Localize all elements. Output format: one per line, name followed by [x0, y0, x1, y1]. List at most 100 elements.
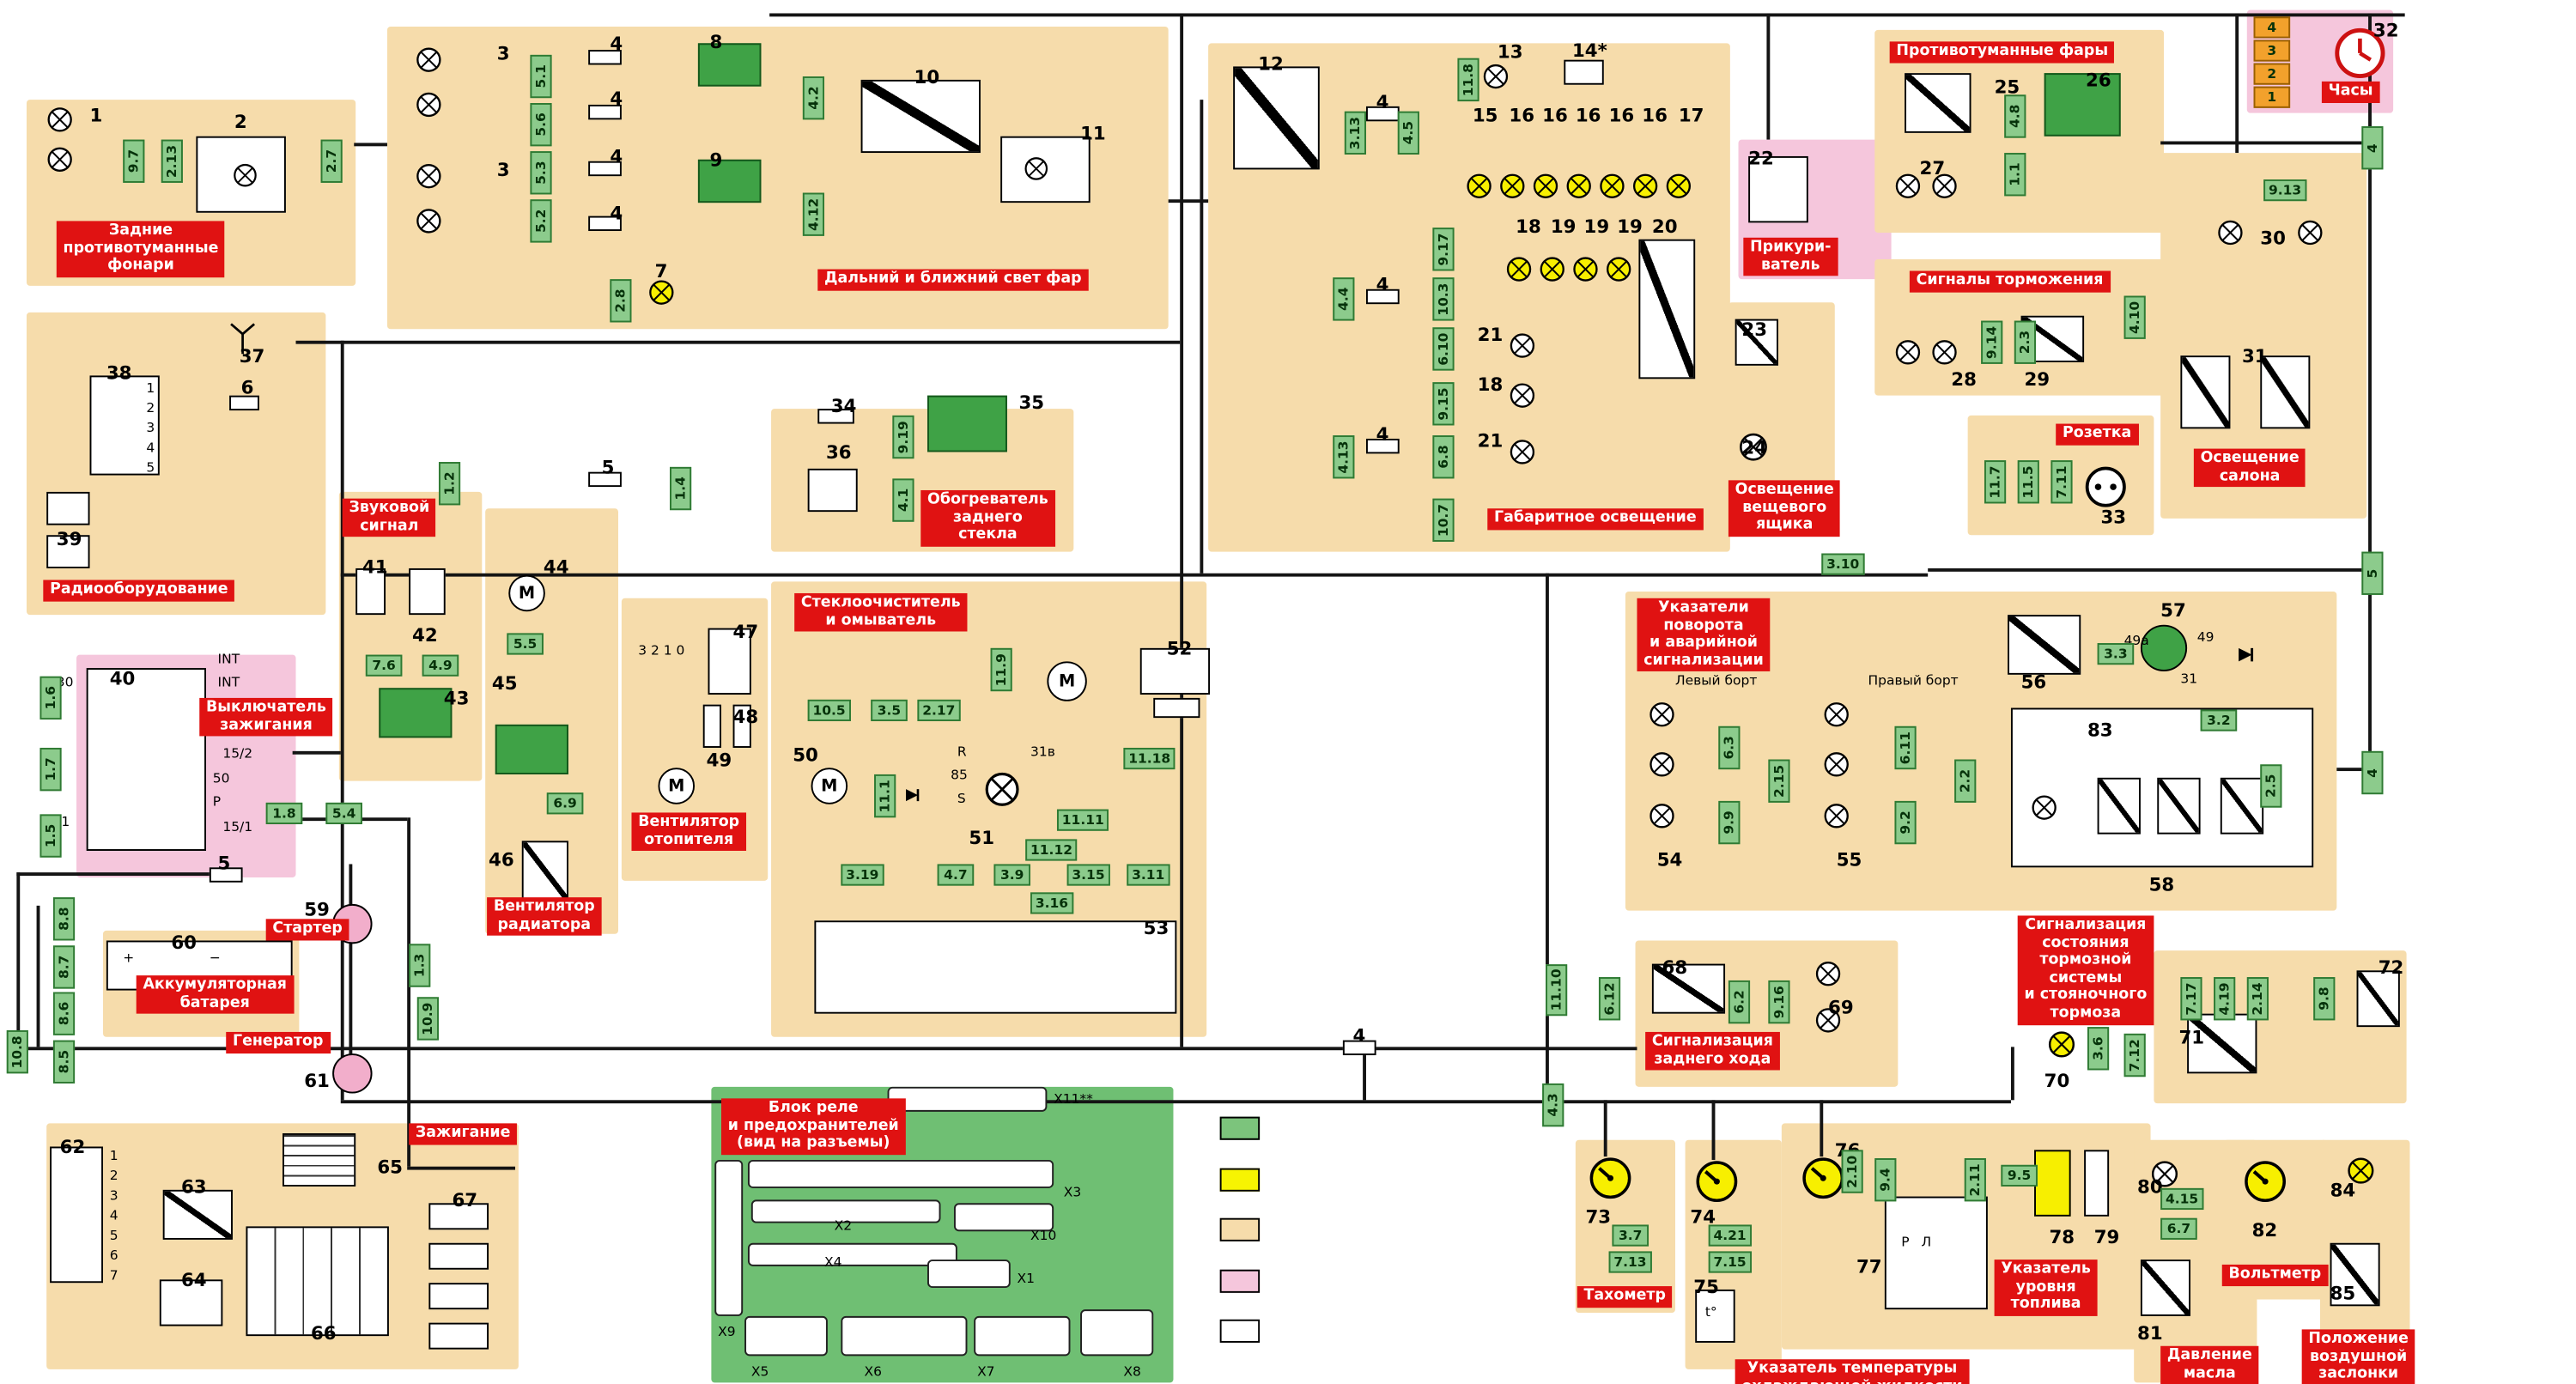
part-number-31: 31: [2241, 345, 2268, 367]
wire-segment: [1546, 573, 1549, 1101]
terminal-label: X5: [750, 1364, 769, 1380]
part-number-27: 27: [1919, 157, 1946, 180]
terminal-label: 50: [212, 771, 230, 786]
part-number-4: 4: [610, 33, 623, 55]
part-number-15: 15: [1472, 104, 1498, 127]
lamp-icon: [1649, 803, 1675, 829]
part-number-4: 4: [1376, 91, 1389, 113]
wire-code-tag: 9.5: [2001, 1164, 2038, 1187]
wire-segment: [1180, 13, 1183, 1047]
section-label: Вольтметр: [2221, 1264, 2329, 1286]
part-number-18: 18: [1477, 373, 1504, 396]
lamp-icon: [1823, 803, 1850, 829]
section-label: Указатели поворота и аварийной сигнализа…: [1637, 598, 1771, 672]
box-icon: [46, 535, 90, 568]
section-label: Указатель уровня топлива: [1994, 1260, 2098, 1316]
wire-code-tag: 8.6: [52, 992, 76, 1035]
wire-segment: [1546, 1100, 2011, 1103]
wire-segment: [769, 13, 2405, 16]
wire-code-tag: 1.1: [2004, 153, 2026, 197]
part-number-72: 72: [2378, 956, 2404, 980]
wire-code-tag: 4: [2253, 16, 2291, 39]
box-icon: [702, 704, 722, 748]
wire-segment: [1766, 13, 1770, 140]
box-icon: [708, 628, 751, 695]
wire-code-tag: 5.5: [507, 633, 544, 655]
socket-icon: [2084, 465, 2127, 508]
part-number-9: 9: [709, 149, 723, 172]
relay-icon: [697, 159, 762, 203]
section-label: Блок реле и предохранителей (вид на разъ…: [721, 1098, 906, 1155]
lamp-icon: [2031, 794, 2057, 821]
section-label: Тахометр: [1577, 1286, 1673, 1308]
wire-code-tag: 5.2: [530, 199, 552, 243]
wire-code-tag: 9.7: [123, 139, 145, 183]
lamp-icon: [416, 163, 442, 190]
terminal-label: X2: [834, 1217, 853, 1234]
wire-code-tag: 9.9: [1718, 800, 1741, 845]
wire-code-tag: 2.7: [320, 139, 343, 183]
fuse-icon: [817, 409, 854, 424]
wire-code-tag: 7.6: [365, 654, 403, 677]
wire-code-tag: 9.14: [1981, 320, 2003, 364]
sw-icon: [521, 841, 568, 901]
terminal-label: X1: [1017, 1271, 1035, 1287]
part-number-75: 75: [1693, 1276, 1719, 1298]
box-icon: [1564, 59, 1604, 85]
lamp-icon: [1931, 339, 1958, 366]
part-number-30: 30: [2260, 228, 2286, 250]
wire-code-tag: 11.8: [1457, 58, 1479, 102]
terminal-label: 15/2: [222, 746, 253, 762]
part-number-6: 6: [240, 377, 254, 399]
wire-code-tag: 9.15: [1432, 382, 1455, 426]
conn-icon: [974, 1315, 1071, 1357]
section-label: Вентилятор отопителя: [631, 812, 746, 852]
part-number-19: 19: [1583, 215, 1610, 238]
part-number-16: 16: [1608, 104, 1635, 127]
part-number-5: 5: [601, 457, 615, 479]
wire-segment: [2160, 141, 2369, 144]
gauge-icon: [2244, 1160, 2287, 1203]
wire-code-tag: 3.13: [1344, 111, 1366, 155]
wire-code-tag: 5.4: [325, 802, 362, 825]
wire-code-tag: 3.19: [841, 864, 884, 886]
wire-code-tag: 8.7: [52, 945, 76, 989]
part-number-84: 84: [2330, 1180, 2356, 1202]
part-number-24: 24: [1741, 437, 1768, 459]
wire-code-tag: 4.12: [802, 192, 825, 236]
section-label: Сигналы торможения: [1909, 270, 2111, 292]
box-icon: [814, 920, 1177, 1014]
legend-swatch: [1219, 1320, 1261, 1344]
conn-icon: [747, 1242, 957, 1266]
lamp-icon: [1739, 432, 1769, 462]
wire-code-tag: 6.8: [1432, 435, 1455, 479]
wire-code-tag: 4.8: [2004, 94, 2026, 138]
part-number-16: 16: [1542, 104, 1568, 127]
part-number-40: 40: [109, 668, 136, 690]
wire-code-tag: 6.2: [1728, 980, 1751, 1024]
wire-segment: [1363, 1047, 1366, 1101]
sw-icon: [2097, 777, 2141, 835]
part-number-11: 11: [1080, 123, 1106, 145]
wire-code-tag: 4.2: [802, 76, 825, 120]
terminal-label: X3: [1063, 1185, 1082, 1200]
ylamp-icon: [1606, 256, 1632, 282]
terminal-label: P: [212, 794, 222, 810]
terminal-label: 15/1: [222, 819, 253, 835]
wire-code-tag: 7.15: [1708, 1251, 1752, 1273]
section-label: Радиооборудование: [43, 580, 235, 601]
conn-icon: [841, 1315, 968, 1357]
part-number-83: 83: [2087, 719, 2113, 742]
wire-code-tag: 4.13: [1333, 435, 1355, 479]
lamp-icon: [1815, 961, 1842, 987]
part-number-46: 46: [489, 849, 514, 871]
part-number-47: 47: [732, 621, 759, 644]
part-number-16: 16: [1575, 104, 1601, 127]
part-number-39: 39: [56, 528, 82, 550]
wire-code-tag: 2.10: [1841, 1150, 1863, 1193]
box-icon: [355, 568, 386, 616]
lamp-icon: [1509, 332, 1535, 359]
part-number-22: 22: [1748, 148, 1774, 170]
wire-code-tag: 6.7: [2160, 1217, 2197, 1240]
box-icon: [1748, 155, 1808, 223]
